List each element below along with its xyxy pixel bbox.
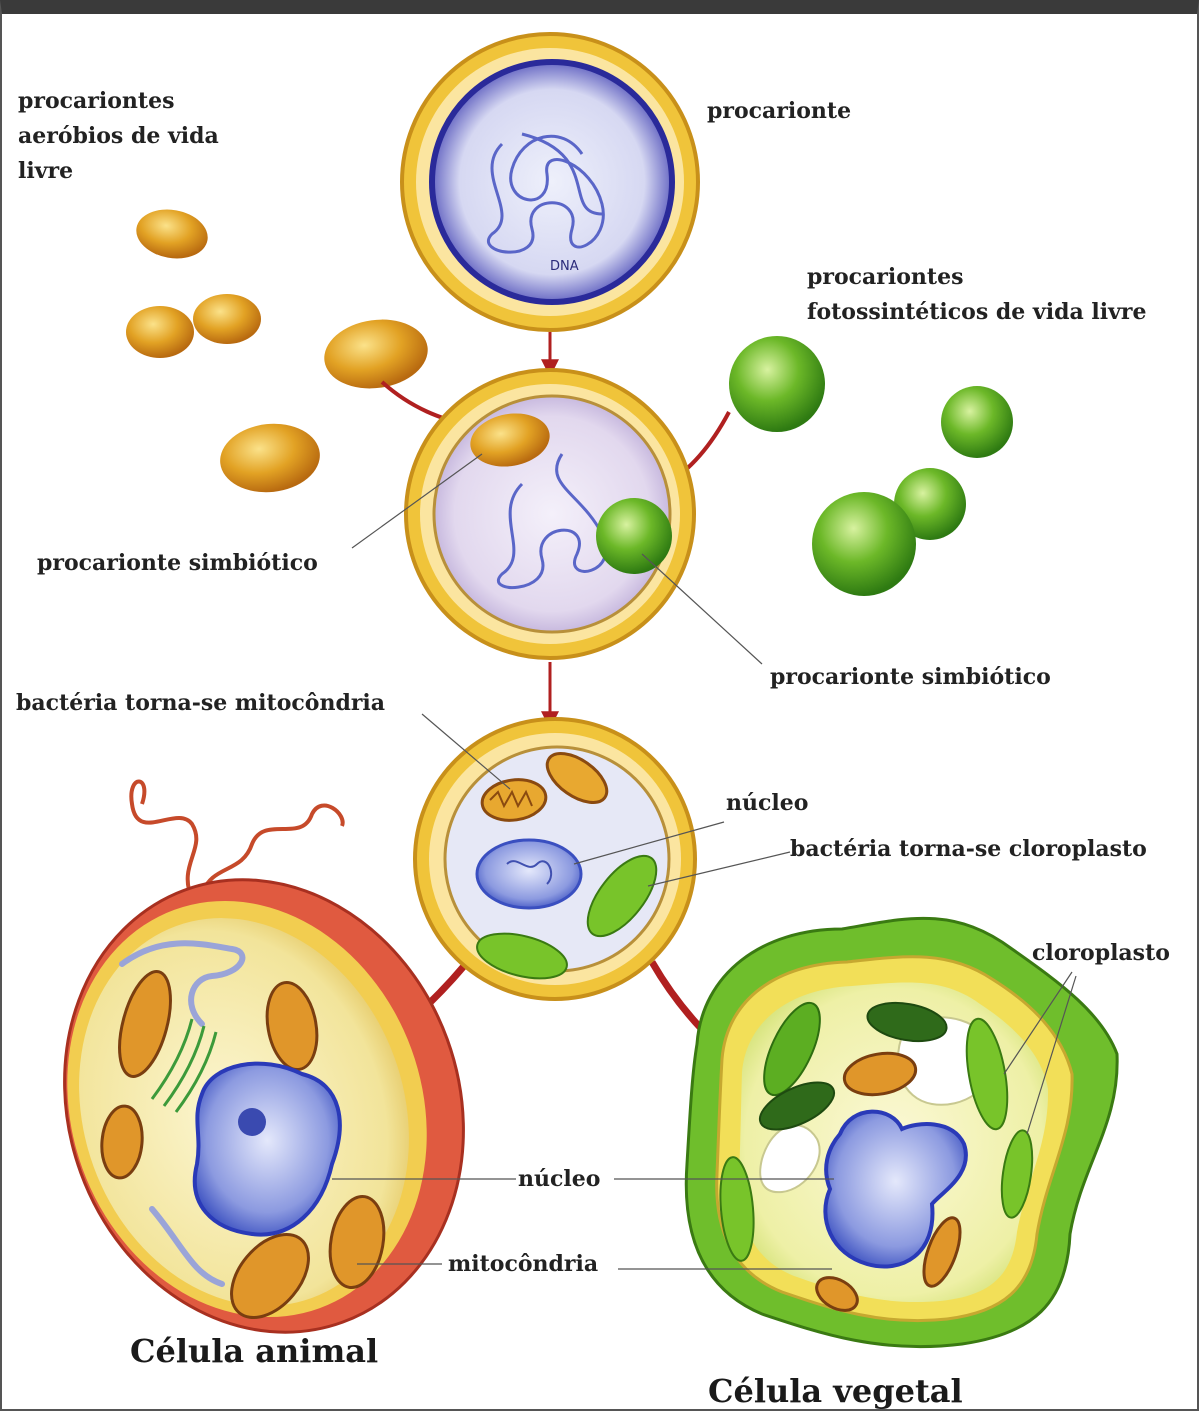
- label-prokaryote: procarionte: [707, 94, 851, 129]
- symbiotic-cell: [406, 370, 694, 658]
- aerobic-bacterium: [132, 204, 211, 264]
- photosynthetic-bacterium: [941, 386, 1013, 458]
- label-nucleus-bottom: núcleo: [518, 1162, 600, 1197]
- aerobic-bacterium: [217, 419, 324, 497]
- label-free-photosynthetic: procariontes fotossintéticos de vida liv…: [807, 260, 1146, 330]
- photosynthetic-bacteria-group: [729, 336, 1013, 596]
- label-free-aerobic: procariontes aeróbios de vida livre: [18, 84, 219, 189]
- label-becomes-mitochondria: bactéria torna-se mitocôndria: [16, 686, 385, 721]
- title-plant-cell: Célula vegetal: [708, 1372, 963, 1410]
- aerobic-bacteria-group: [126, 204, 432, 497]
- photosynthetic-bacterium: [812, 492, 916, 596]
- label-symbiotic-right: procarionte simbiótico: [770, 660, 1051, 695]
- prokaryote-cell: DNA: [402, 34, 698, 330]
- title-animal-cell: Célula animal: [130, 1332, 378, 1370]
- label-becomes-chloroplast: bactéria torna-se cloroplasto: [790, 832, 1147, 867]
- photosynthetic-bacterium: [729, 336, 825, 432]
- label-free-aerobic-line2: aeróbios de vida: [18, 119, 219, 154]
- label-free-photosynthetic-line2: fotossintéticos de vida livre: [807, 295, 1146, 330]
- label-free-photosynthetic-line1: procariontes: [807, 260, 1146, 295]
- label-free-aerobic-line1: procariontes: [18, 84, 219, 119]
- label-nucleus-middle: núcleo: [726, 786, 808, 821]
- plant-cell: [686, 918, 1117, 1346]
- nucleus: [477, 840, 581, 908]
- eukaryote-precursor-cell: [415, 719, 695, 999]
- aerobic-bacterium: [126, 306, 194, 358]
- aerobic-bacterium: [320, 313, 432, 395]
- flagellum: [131, 782, 196, 900]
- label-symbiotic-left: procarionte simbiótico: [37, 546, 318, 581]
- aerobic-bacterium: [193, 294, 261, 344]
- label-mitochondria: mitocôndria: [448, 1247, 598, 1282]
- label-free-aerobic-line3: livre: [18, 154, 219, 189]
- dna-label: DNA: [550, 259, 579, 274]
- symbiotic-photosynthetic-bacterium: [596, 498, 672, 574]
- label-chloroplast: cloroplasto: [1032, 936, 1170, 971]
